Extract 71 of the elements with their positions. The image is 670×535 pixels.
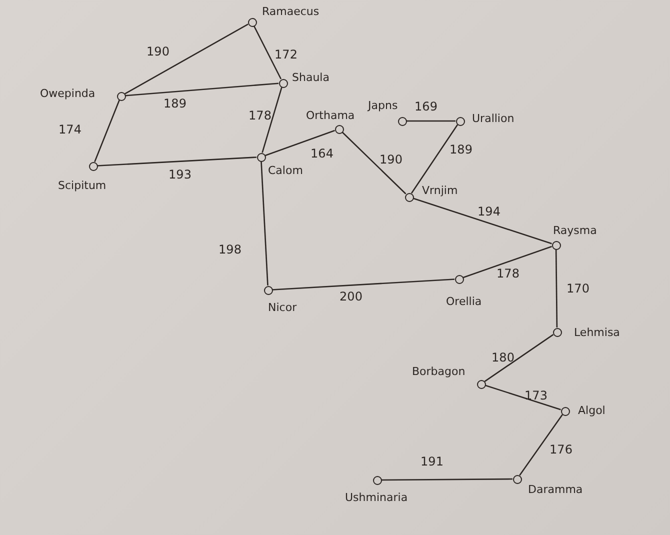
- node-circle: [560, 406, 570, 416]
- edge-label: 198: [218, 243, 242, 257]
- node-circle: [372, 476, 382, 484]
- edge-label: 178: [496, 267, 520, 281]
- edge-label: 190: [146, 45, 170, 59]
- edge-label: 178: [248, 109, 272, 123]
- node-circle: [278, 78, 288, 88]
- edge-label: 172: [274, 48, 298, 62]
- edge-label: 189: [162, 97, 188, 111]
- connector-line: [342, 132, 406, 194]
- connector-line: [484, 334, 554, 382]
- edge-label: 200: [338, 290, 364, 304]
- node-circle: [88, 162, 98, 170]
- node-circle: [398, 116, 406, 126]
- node-circle: [248, 18, 256, 26]
- node-circle: [116, 92, 126, 100]
- connector-line: [463, 246, 552, 278]
- node-label: Vrnjim: [422, 185, 458, 198]
- node-circle: [404, 192, 414, 202]
- edge-label: 193: [168, 168, 192, 182]
- node-label: Shaula: [292, 72, 330, 84]
- connector-line: [265, 130, 335, 156]
- node-label: Owepinda: [40, 88, 96, 100]
- node-label: Nicor: [268, 302, 297, 314]
- edge-label: 164: [310, 147, 334, 161]
- connector-line: [272, 278, 455, 290]
- connector-line: [125, 82, 279, 96]
- edge-label: 190: [378, 153, 404, 167]
- node-circle: [256, 152, 266, 162]
- edge-label: 176: [548, 443, 574, 457]
- node-circle: [454, 274, 464, 284]
- node-circle: [334, 124, 344, 134]
- node-circle: [476, 380, 486, 388]
- edge-label: 194: [476, 205, 502, 219]
- connector-line: [555, 250, 558, 328]
- connector-line: [410, 124, 458, 194]
- edge-label: 191: [420, 455, 444, 469]
- edge-label: 170: [566, 282, 590, 296]
- node-label: Ushminaria: [345, 492, 408, 504]
- connector-line: [253, 26, 282, 80]
- connector-line: [519, 414, 563, 476]
- connector-line: [260, 161, 268, 286]
- node-label: Lehmisa: [574, 327, 620, 340]
- edge-label: 180: [490, 351, 516, 365]
- node-label: Algol: [578, 405, 606, 418]
- node-label: Raysma: [553, 225, 597, 238]
- edge-label: 174: [58, 123, 82, 137]
- node-circle: [512, 474, 522, 484]
- node-label: Calom: [268, 165, 303, 178]
- edge-label: 189: [448, 143, 474, 157]
- node-circle: [552, 328, 562, 336]
- node-label: Orthama: [306, 110, 355, 122]
- node-circle: [264, 286, 272, 294]
- connector-line: [485, 384, 561, 410]
- node-label: Orellia: [446, 296, 482, 308]
- node-label: Ramaecus: [262, 6, 320, 18]
- connector-line: [413, 198, 552, 244]
- connector-line: [97, 156, 257, 166]
- node-label: Borbagon: [412, 366, 466, 378]
- connector-line: [262, 87, 282, 153]
- node-label: Daramma: [528, 484, 583, 496]
- node-circle: [552, 240, 560, 250]
- node-circle: [456, 116, 464, 126]
- connector-line: [382, 478, 512, 481]
- node-label: Urallion: [472, 113, 514, 126]
- node-label: Scipitum: [58, 180, 106, 192]
- connector-line: [124, 24, 248, 94]
- node-label: Japns: [368, 100, 398, 112]
- connector-line: [94, 100, 120, 162]
- edge-label: 169: [414, 100, 438, 114]
- connector-line: [406, 120, 456, 122]
